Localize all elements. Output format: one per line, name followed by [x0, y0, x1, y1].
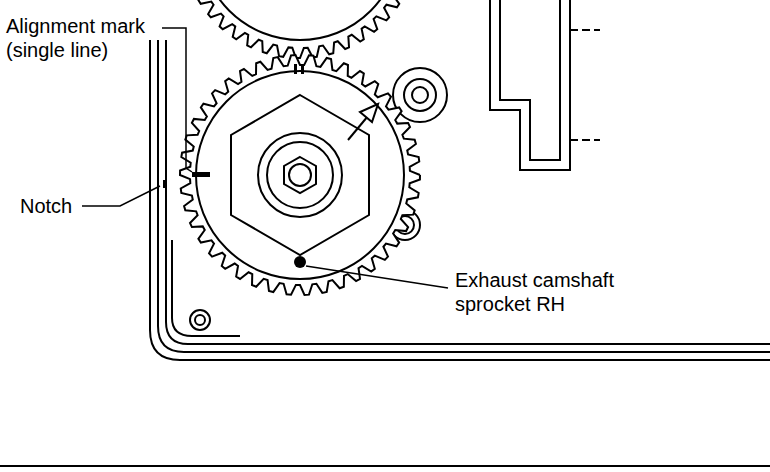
exhaust-sprocket	[196, 71, 404, 279]
housing-line	[150, 40, 770, 360]
rule-line	[0, 465, 770, 467]
bracket	[490, 0, 570, 170]
part-label: Notch	[20, 194, 90, 218]
housing-line	[158, 40, 770, 352]
upper-sprocket	[182, 0, 418, 58]
washer	[267, 142, 333, 208]
timing-mark-double	[301, 64, 304, 74]
alignment-mark	[192, 172, 210, 177]
bolt-head	[289, 164, 311, 186]
washer	[258, 133, 342, 217]
bracket	[570, 30, 600, 140]
leader-line	[306, 266, 448, 288]
part-label: Alignment mark (single line)	[6, 14, 166, 62]
rotation-arrow	[348, 116, 368, 140]
idler-pulley	[393, 68, 447, 122]
sprocket-dot	[294, 256, 306, 268]
bolt-head	[284, 157, 316, 193]
housing-bolt	[195, 315, 205, 325]
idler-pulley	[404, 79, 436, 111]
leader-line	[82, 186, 160, 206]
leader-line	[162, 28, 192, 172]
notch	[163, 180, 167, 188]
housing-bolt	[190, 310, 210, 330]
exhaust-sprocket	[180, 55, 420, 295]
hex-nut	[231, 95, 369, 255]
timing-mark-double	[294, 64, 297, 74]
bracket	[500, 0, 560, 160]
rotation-arrow	[360, 104, 378, 122]
housing-line	[166, 40, 770, 344]
part-label: Exhaust camshaft sprocket RH	[455, 268, 655, 316]
upper-sprocket	[200, 0, 400, 40]
idler-pulley	[412, 87, 428, 103]
